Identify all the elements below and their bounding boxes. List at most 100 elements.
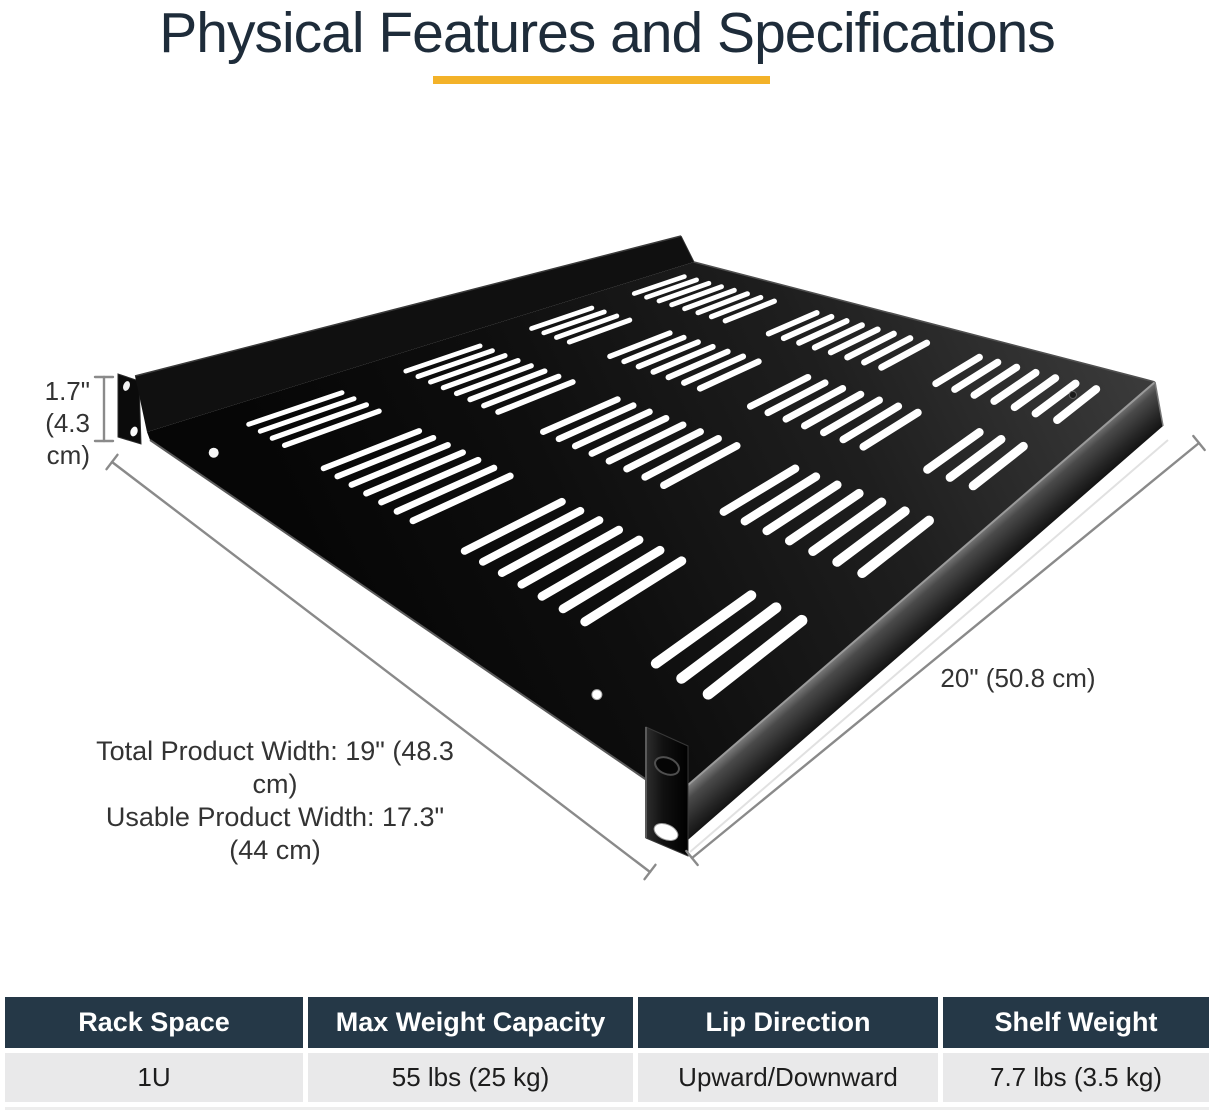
vent-slot xyxy=(415,348,495,379)
vent-slot xyxy=(644,277,699,300)
vent-slot xyxy=(859,408,922,451)
vent-slot xyxy=(650,590,757,669)
spec-header-rack-space: Rack Space xyxy=(5,997,303,1048)
vent-slot xyxy=(621,334,687,365)
vent-slot xyxy=(702,614,808,700)
vent-slot xyxy=(722,298,777,324)
vent-slot xyxy=(281,408,382,449)
vent-slots xyxy=(246,274,1101,700)
screw-holes xyxy=(208,390,1078,701)
vent-slot xyxy=(539,396,621,435)
vent-slot xyxy=(580,556,687,627)
total-width-text: Total Product Width: 19" (48.3 cm) xyxy=(96,736,454,799)
spec-value-shelf-weight: 7.7 lbs (3.5 kg) xyxy=(943,1053,1209,1102)
vent-slot xyxy=(839,402,903,444)
vent-slot xyxy=(635,339,701,370)
vent-slot xyxy=(932,353,983,388)
spec-header-max-weight: Max Weight Capacity xyxy=(308,997,633,1048)
vent-slot xyxy=(541,309,607,336)
spec-header-shelf-weight: Shelf Weight xyxy=(943,997,1209,1048)
spec-table: Rack Space Max Weight Capacity Lip Direc… xyxy=(5,997,1209,1102)
vent-slot xyxy=(378,456,482,506)
vent-slot xyxy=(529,305,595,331)
vent-slot xyxy=(650,343,716,375)
vent-slot xyxy=(765,309,820,337)
vent-slot xyxy=(495,379,576,415)
vent-slot xyxy=(945,434,1006,482)
screw-hole xyxy=(1068,390,1078,399)
depth-dimension-label: 20" (50.8 cm) xyxy=(940,663,1096,693)
screw-hole xyxy=(591,689,603,701)
vent-slot xyxy=(588,414,670,457)
vent-slot xyxy=(246,390,345,427)
vent-slot xyxy=(968,441,1028,491)
left-side-lip xyxy=(134,235,695,432)
spec-value-lip-direction: Upward/Downward xyxy=(638,1053,938,1102)
width-dimension-label: Total Product Width: 19" (48.3 cm) Usabl… xyxy=(88,735,462,867)
vent-slot xyxy=(1010,374,1060,412)
height-inches: 1.7" xyxy=(44,376,90,406)
vent-slot xyxy=(467,368,548,403)
vent-slot xyxy=(497,516,604,577)
vent-slot xyxy=(605,421,687,465)
vent-slot xyxy=(695,291,750,316)
vent-slot xyxy=(844,330,897,361)
vent-slot xyxy=(393,464,498,515)
vent-slot xyxy=(951,358,1002,393)
vent-slot xyxy=(334,434,437,480)
height-dimension-label: 1.7" (4.3 cm) xyxy=(0,375,90,471)
vent-slot xyxy=(696,358,762,392)
vent-slot xyxy=(708,294,764,320)
vent-slot xyxy=(857,515,934,579)
spec-value-max-weight: 55 lbs (25 kg) xyxy=(308,1053,633,1102)
vent-slot xyxy=(746,373,812,410)
vent-slot xyxy=(764,379,829,417)
height-dimension-line xyxy=(93,375,115,443)
vent-slot xyxy=(682,287,737,312)
front-mounting-ear xyxy=(645,726,689,857)
vent-slot xyxy=(453,363,534,397)
vent-slot xyxy=(428,353,508,385)
vent-slot xyxy=(1053,385,1101,424)
vent-slot xyxy=(257,396,357,434)
vent-slot xyxy=(566,317,633,345)
vent-slot xyxy=(440,358,521,391)
left-mounting-ear xyxy=(117,373,142,445)
table-bottom-strip xyxy=(5,1107,1209,1110)
vent-slot xyxy=(861,335,914,366)
vent-slot xyxy=(631,274,687,296)
vent-slot xyxy=(537,535,644,601)
vent-slot xyxy=(641,434,722,481)
vent-slot xyxy=(460,497,566,555)
vent-slot xyxy=(740,472,821,526)
vent-slot xyxy=(820,396,883,437)
page-title: Physical Features and Specifications xyxy=(159,1,1055,65)
vent-slot xyxy=(555,402,637,443)
vent-slot xyxy=(481,373,562,409)
vent-slot xyxy=(970,363,1021,399)
vent-slot xyxy=(554,313,620,340)
vent-slot xyxy=(923,428,984,474)
vent-slot xyxy=(832,506,910,567)
vent-slot xyxy=(623,428,704,473)
dimension-lines xyxy=(93,375,1206,881)
vent-slot xyxy=(811,322,865,351)
header: Physical Features and Specifications xyxy=(0,0,1214,66)
depth-dimension-line xyxy=(685,434,1206,867)
usable-width-text: Usable Product Width: 17.3" (44 cm) xyxy=(105,802,445,865)
screw-hole xyxy=(208,447,219,458)
vent-slot xyxy=(800,390,865,430)
spec-header-lip-direction: Lip Direction xyxy=(638,997,938,1048)
spec-value-rack-space: 1U xyxy=(5,1053,303,1102)
vent-slot xyxy=(348,442,451,488)
vent-slot xyxy=(1031,379,1080,418)
vent-slot xyxy=(665,348,731,381)
vent-slot xyxy=(320,428,423,472)
vent-slot xyxy=(762,480,842,536)
vent-slot xyxy=(785,488,864,546)
vent-slot xyxy=(269,402,369,441)
vent-slot xyxy=(780,313,835,342)
vent-slot xyxy=(517,525,624,589)
